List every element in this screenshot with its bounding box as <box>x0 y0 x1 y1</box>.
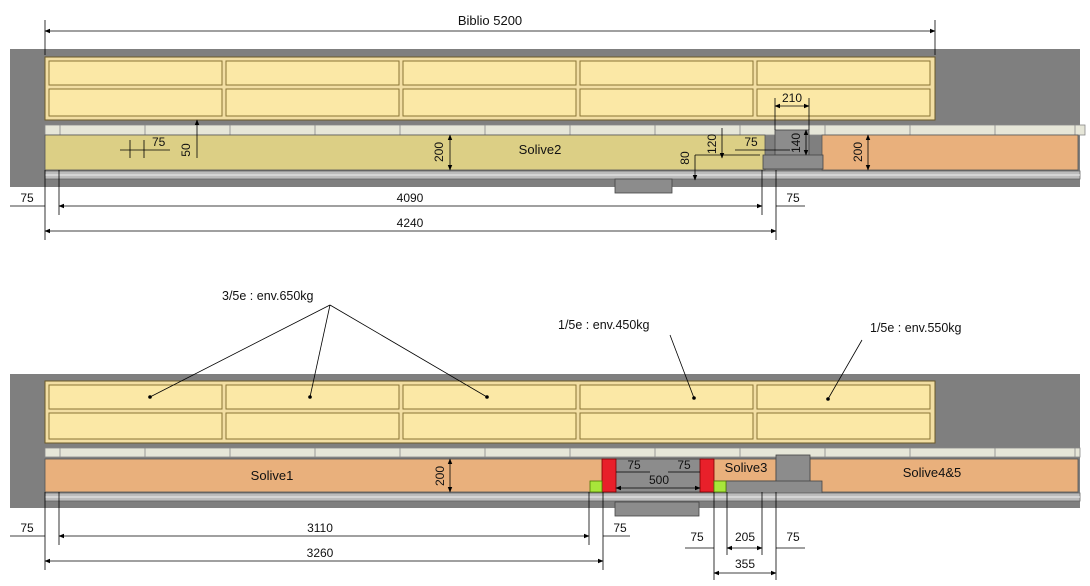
bottom-dim-75-a: 75 <box>616 458 650 473</box>
bottom-dim-75-b: 75 <box>668 458 700 473</box>
bottom-dim-500: 500 <box>615 473 701 491</box>
top-steel-plate <box>762 154 824 170</box>
bottom-dim-355: 355 <box>713 557 777 576</box>
bottom-dim-205: 205 <box>726 492 763 555</box>
bottom-floor-strip <box>44 447 1081 458</box>
top-dim-210: 210 <box>774 91 810 130</box>
svg-text:200: 200 <box>851 142 865 162</box>
bottom-beam-solive45 <box>809 458 1079 493</box>
bottom-dim-200: 200 <box>433 458 453 493</box>
top-dim-title: Biblio 5200 <box>44 13 936 55</box>
top-dim-75-right: 75 <box>775 170 805 240</box>
svg-text:75: 75 <box>152 135 166 149</box>
bottom-lower-block <box>614 501 700 517</box>
svg-text:210: 210 <box>782 91 802 105</box>
bottom-leaders <box>149 304 863 400</box>
svg-text:75: 75 <box>677 458 691 472</box>
bottom-label-solive3: Solive3 <box>725 460 768 475</box>
annotation-550kg: 1/5e : env.550kg <box>870 321 962 335</box>
top-dim-200-left: 200 <box>432 134 453 171</box>
svg-text:75: 75 <box>613 521 627 535</box>
svg-text:75: 75 <box>20 521 34 535</box>
bottom-dim-3260: 3260 <box>44 546 604 564</box>
bottom-dim-75-e: 75 <box>775 492 805 580</box>
top-lower-block <box>614 178 673 194</box>
bottom-red-block-right <box>699 458 715 493</box>
svg-text:75: 75 <box>627 458 641 472</box>
svg-text:75: 75 <box>786 530 800 544</box>
svg-text:75: 75 <box>744 135 758 149</box>
bottom-label-solive1: Solive1 <box>251 468 294 483</box>
top-floor-ticks <box>59 125 1076 135</box>
top-beam-solive2 <box>44 134 766 171</box>
bottom-shelf-boxes <box>48 384 931 440</box>
top-shelf-boxes <box>48 60 931 117</box>
top-dim-50: 50 <box>179 119 200 158</box>
bottom-dim-3110: 3110 <box>58 492 590 545</box>
top-dim-75-left: 75 <box>10 170 60 240</box>
top-dim-4240: 4240 <box>44 216 777 234</box>
bottom-green-pad-right <box>713 480 727 493</box>
top-dim-140: 140 <box>789 129 809 156</box>
top-dim-200-right: 200 <box>851 134 871 171</box>
bottom-green-pad-left <box>589 480 603 493</box>
svg-text:75: 75 <box>786 191 800 205</box>
annotation-650kg: 3/5e : env.650kg <box>222 289 314 303</box>
top-steel-block <box>774 129 810 156</box>
svg-text:75: 75 <box>20 191 34 205</box>
bottom-steel-right-plate <box>725 480 823 494</box>
top-dim-75-inner: 75 <box>120 135 170 158</box>
top-dim-120: 120 <box>705 128 725 159</box>
bottom-dim-75-c: 75 <box>602 492 630 570</box>
svg-text:200: 200 <box>432 142 446 162</box>
bottom-view: 3/5e : env.650kg 1/5e : env.450kg 1/5e :… <box>10 289 1081 580</box>
top-beam-label: Solive2 <box>519 142 562 157</box>
top-dim-80: 80 <box>678 151 760 181</box>
svg-text:4240: 4240 <box>397 216 424 230</box>
svg-text:140: 140 <box>789 133 803 153</box>
top-floor-strip <box>44 124 1086 136</box>
bottom-dim-75-d: 75 <box>685 492 715 580</box>
top-title-label: Biblio 5200 <box>458 13 522 28</box>
svg-text:80: 80 <box>678 151 692 165</box>
svg-text:3260: 3260 <box>307 546 334 560</box>
bottom-red-block-left <box>601 458 617 493</box>
bottom-leader-dots <box>148 395 830 401</box>
svg-text:50: 50 <box>179 143 193 157</box>
svg-text:200: 200 <box>433 466 447 486</box>
annotation-450kg: 1/5e : env.450kg <box>558 318 650 332</box>
bottom-label-solive45: Solive4&5 <box>903 465 962 480</box>
top-dim-4090: 4090 <box>58 170 763 215</box>
svg-text:355: 355 <box>735 557 755 571</box>
svg-text:3110: 3110 <box>307 521 333 535</box>
bottom-beam-solive1 <box>44 458 604 493</box>
svg-text:75: 75 <box>690 530 704 544</box>
top-dim-75-mid: 75 <box>735 135 790 151</box>
top-view: Biblio 5200 75 50 200 Solive2 120 80 <box>10 13 1086 240</box>
svg-text:205: 205 <box>735 530 755 544</box>
svg-text:500: 500 <box>649 473 669 487</box>
bottom-floor-ticks <box>59 448 1076 457</box>
svg-text:4090: 4090 <box>397 191 424 205</box>
top-beam-orange <box>821 134 1079 171</box>
svg-text:120: 120 <box>705 134 719 154</box>
